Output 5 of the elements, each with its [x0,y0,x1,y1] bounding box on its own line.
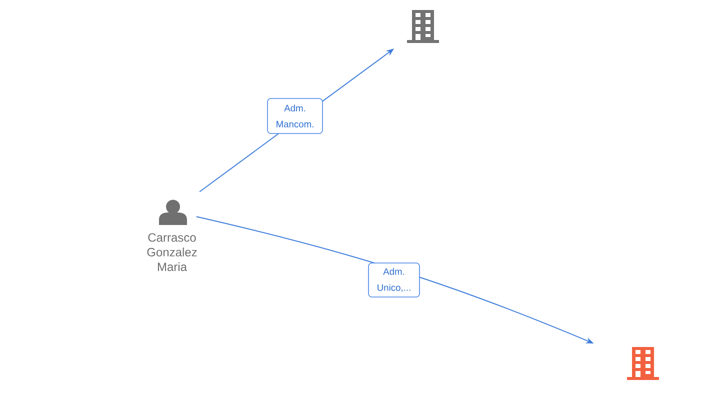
edge-label: Adm. Mancom. [267,98,323,134]
building-icon [627,347,659,380]
building-icon [407,10,439,43]
edge-label: Adm. Unico,... [368,262,420,298]
person-name: Carrasco Gonzalez Maria [147,233,197,272]
